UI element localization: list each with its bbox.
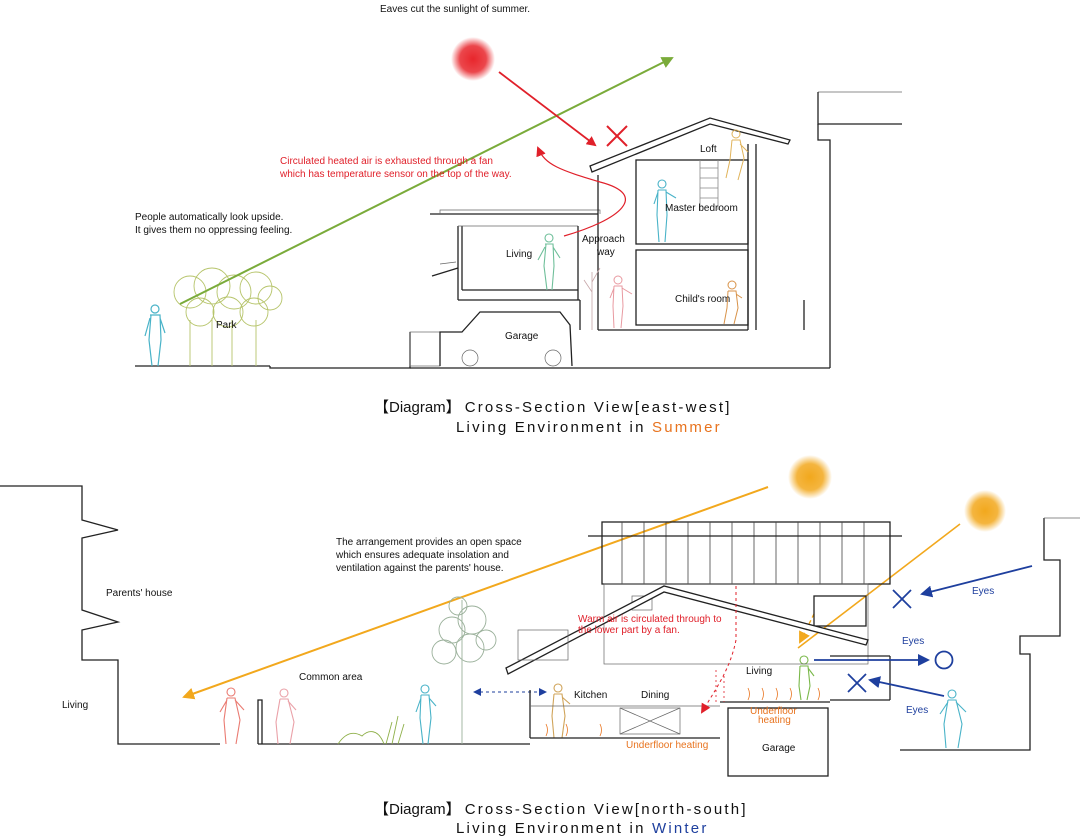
eyes-arrow-top (920, 565, 1033, 598)
underfloor-note-line2: heating (758, 715, 791, 726)
warm-air-arrows (700, 586, 737, 714)
person-common-1 (219, 687, 245, 745)
approach-way-label-line1: Approach (582, 234, 625, 245)
people-look-note-line1: People automatically look upside. (135, 212, 283, 223)
summer-sun-ray-arrow (498, 71, 597, 147)
winter-neighbor-building (900, 518, 1061, 751)
summer-section: Eaves cut the sunlight of summer. Circul… (135, 4, 902, 436)
summer-neighbor-building (803, 91, 902, 368)
parents-living-label: Living (62, 700, 88, 711)
summer-garage-label: Garage (505, 331, 539, 342)
person-approach (609, 275, 633, 329)
underfloor-heating-marks (545, 687, 820, 737)
eyes-label-middle: Eyes (902, 636, 924, 647)
person-common-3 (415, 684, 437, 745)
common-area-tree (431, 596, 497, 744)
dining-label: Dining (641, 690, 669, 701)
kitchen-label: Kitchen (574, 690, 607, 701)
heated-air-circulation-arrow (536, 146, 626, 237)
winter-caption-bracket: 【Diagram】 (374, 801, 461, 818)
master-bedroom-label: Master bedroom (665, 203, 738, 214)
eyes-label-bottom: Eyes (906, 705, 928, 716)
winter-caption-line1: 【Diagram】 Cross-Section View[north-south… (374, 801, 748, 818)
eyes-arrow-bottom (868, 676, 945, 697)
heated-air-note-line1: Circulated heated air is exhausted throu… (280, 156, 493, 167)
approach-way-label-line2: way (596, 247, 615, 258)
people-look-note-line2: It gives them no oppressing feeling. (135, 225, 292, 236)
heated-air-note-line2: which has temperature sensor on the top … (279, 169, 512, 180)
person-common-2 (275, 688, 297, 745)
winter-sun-icon-left (788, 455, 832, 499)
person-kitchen (551, 683, 571, 739)
winter-garage-label: Garage (762, 743, 796, 754)
parents-house-outline (0, 485, 220, 745)
summer-living-volume (430, 209, 601, 301)
common-area-shrubs (337, 715, 405, 745)
arrangement-note-line3: ventilation against the parents' house. (336, 563, 504, 574)
summer-caption-prefix: Living Environment in (456, 419, 652, 436)
loft-label: Loft (700, 144, 717, 155)
person-bedroom (653, 179, 677, 243)
eyes-open-circle-icon (934, 650, 954, 670)
warm-air-note-line2: the lower part by a fan. (578, 625, 680, 636)
person-loft (725, 129, 749, 181)
summer-caption-title: Cross-Section View[east-west] (465, 399, 732, 416)
person-childs-room (723, 280, 743, 325)
arrangement-note-line1: The arrangement provides an open space (336, 537, 522, 548)
approach-way (579, 228, 601, 330)
eaves-note: Eaves cut the sunlight of summer. (380, 4, 530, 15)
warm-air-note-line1: Warm air is circulated through to (578, 614, 722, 625)
underfloor-heating-label: Underfloor heating (626, 740, 708, 751)
summer-caption-bracket: 【Diagram】 (374, 399, 461, 416)
summer-caption-line2: Living Environment in Summer (456, 419, 722, 436)
winter-caption-season: Winter (652, 820, 709, 837)
eyes-label-top: Eyes (972, 586, 994, 597)
winter-section: The arrangement provides an open space w… (0, 455, 1080, 837)
summer-caption-line1: 【Diagram】 Cross-Section View[east-west] (374, 399, 732, 416)
winter-house (505, 521, 902, 777)
common-area-label: Common area (299, 672, 363, 683)
winter-caption-title: Cross-Section View[north-south] (465, 801, 748, 818)
blocked-cross-icon (606, 125, 628, 147)
person-living-summer (537, 233, 561, 291)
summer-caption-season: Summer (652, 419, 722, 436)
summer-sightline-arrow (179, 57, 674, 305)
summer-garage (409, 311, 573, 367)
park-trees (173, 267, 283, 366)
person-park (144, 304, 166, 367)
underfloor-note-line1: Underfloor (750, 706, 797, 717)
winter-caption-prefix: Living Environment in (456, 820, 652, 837)
winter-sun-icon-right (964, 490, 1006, 532)
person-eyes (939, 689, 967, 749)
childs-room-label: Child's room (675, 294, 730, 305)
summer-living-label: Living (506, 249, 532, 260)
summer-sun-icon (451, 37, 495, 81)
summer-ground-step (269, 332, 411, 369)
person-living-winter (798, 655, 815, 701)
summer-main-house (589, 117, 791, 331)
arrangement-note-line2: which ensures adequate insolation and (335, 550, 509, 561)
winter-living-label: Living (746, 666, 772, 677)
winter-caption-line2: Living Environment in Winter (456, 820, 709, 837)
eyes-blocked-cross-top (892, 589, 912, 609)
parents-house-label: Parents' house (106, 588, 173, 599)
winter-sun-ray-short (797, 523, 961, 649)
eyes-blocked-cross-bottom (847, 673, 867, 693)
park-label: Park (216, 320, 238, 331)
